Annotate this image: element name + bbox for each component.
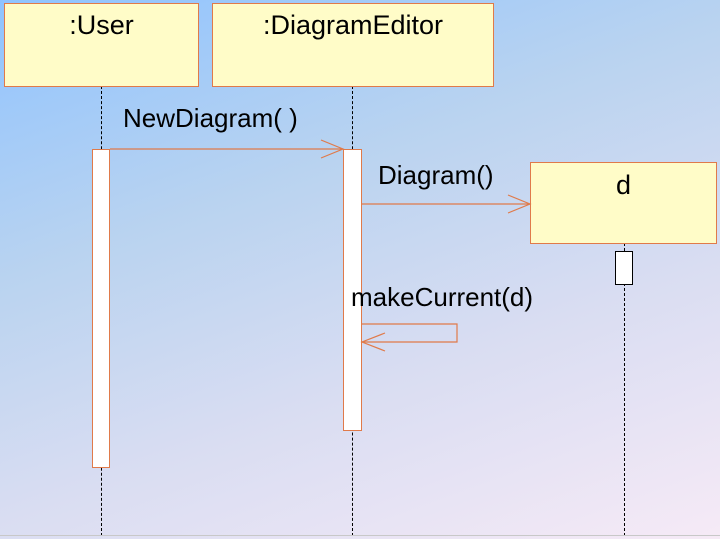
message-diagram-label: Diagram()	[378, 160, 494, 190]
object-user: :User	[4, 3, 199, 87]
message-make-current-label: makeCurrent(d)	[351, 282, 534, 312]
object-d-label: d	[615, 170, 632, 200]
arrow-make-current	[360, 323, 458, 352]
object-d: d	[530, 162, 717, 244]
activation-diagram-editor	[343, 149, 362, 431]
object-user-label: :User	[69, 10, 134, 40]
object-diagram-editor: :DiagramEditor	[212, 3, 494, 87]
arrow-new-diagram	[110, 139, 345, 159]
lifeline-d	[624, 243, 625, 536]
bottom-border	[0, 535, 720, 536]
object-diagram-editor-label: :DiagramEditor	[262, 10, 444, 40]
message-new-diagram-label: NewDiagram( )	[123, 103, 298, 133]
arrow-diagram	[362, 194, 532, 214]
activation-d	[615, 251, 633, 285]
activation-user	[92, 149, 110, 468]
